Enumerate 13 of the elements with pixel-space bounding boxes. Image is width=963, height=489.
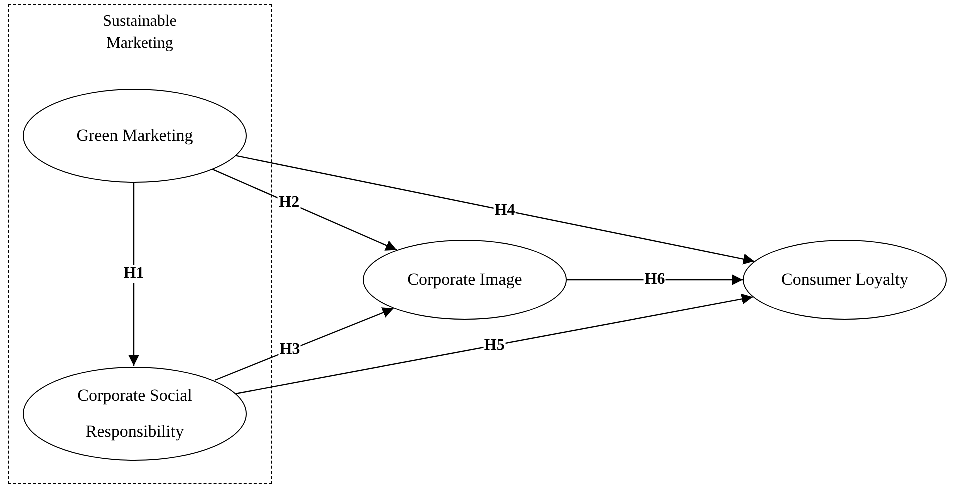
arrow: [128, 182, 140, 366]
arrow: [567, 274, 743, 286]
construct-label: Consumer Loyalty: [781, 269, 908, 291]
construct-label: Corporate Image: [408, 269, 522, 291]
construct-label: Green Marketing: [76, 125, 194, 147]
arrow: [214, 308, 394, 382]
group-title: Sustainable Marketing: [102, 12, 178, 54]
arrow: [236, 294, 754, 394]
edge-label: H1: [122, 265, 146, 283]
arrow: [211, 168, 398, 251]
arrow: [234, 154, 755, 265]
construct-label: Corporate Social Responsibility: [76, 385, 194, 443]
dashed-group-box: [8, 4, 272, 484]
